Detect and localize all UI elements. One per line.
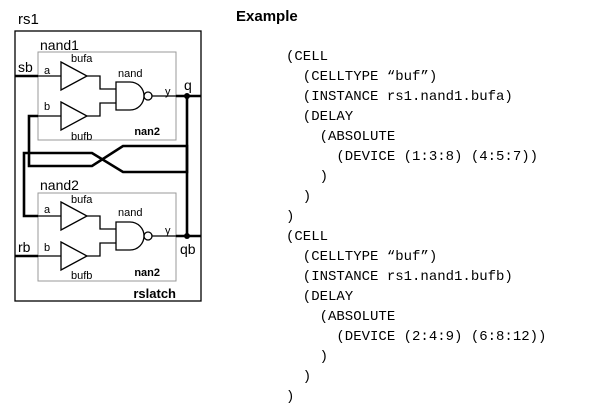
code-line: (ABSOLUTE [286, 129, 396, 145]
nand1-inversion-bubble-icon [143, 91, 153, 101]
code-line: ) [286, 389, 295, 405]
nand2-bufb-label: bufb [71, 270, 92, 282]
nand2-output-pin-label: y [165, 225, 171, 237]
code-line: (DELAY [286, 109, 354, 125]
input-rb-label: rb [18, 239, 31, 255]
nand1-gate-label: nand [118, 68, 142, 80]
top-module-label: rs1 [18, 11, 39, 28]
output-qb-label: qb [180, 241, 196, 257]
nand1-nand-gate-icon [115, 81, 145, 111]
code-line: (CELLTYPE “buf”) [286, 69, 438, 85]
nand2-inversion-bubble-icon [143, 231, 153, 241]
nand2-nand-gate-icon [115, 221, 145, 251]
code-line: (CELLTYPE “buf”) [286, 249, 438, 265]
nand1-internal-wires [38, 75, 176, 117]
nand1-pin-b-label: b [44, 101, 50, 113]
nand2-pin-b-label: b [44, 242, 50, 254]
code-line: (INSTANCE rs1.nand1.bufb) [286, 269, 513, 285]
nand1-pin-a-label: a [44, 65, 51, 77]
nand1-bufb-triangle-icon [60, 100, 89, 132]
code-line: ) [286, 369, 312, 385]
latch-external-wires [15, 74, 201, 258]
nand1-bufb-label: bufb [71, 131, 92, 143]
nand2-pin-a-label: a [44, 204, 51, 216]
nand2-bufb-triangle-icon [60, 240, 89, 272]
code-line: (INSTANCE rs1.nand1.bufa) [286, 89, 513, 105]
code-line: (DEVICE (2:4:9) (6:8:12)) [286, 329, 547, 345]
q-junction-dot [184, 93, 190, 99]
input-sb-label: sb [18, 59, 33, 75]
cell-type-label: rslatch [133, 286, 176, 301]
code-line: ) [286, 169, 329, 185]
code-line: (DEVICE (1:3:8) (4:5:7)) [286, 149, 539, 165]
nand2-bufa-triangle-icon [60, 200, 89, 232]
sdf-code-block: (CELL (CELLTYPE “buf”) (INSTANCE rs1.nan… [286, 47, 546, 407]
nand2-instance-label: nand2 [40, 177, 79, 193]
nand1-bufa-triangle-icon [60, 60, 89, 92]
nand2-bufa-label: bufa [71, 194, 93, 206]
code-line: (CELL [286, 229, 329, 245]
code-line: (ABSOLUTE [286, 309, 396, 325]
code-line: ) [286, 349, 329, 365]
code-line: ) [286, 209, 295, 225]
example-heading: Example [236, 8, 298, 25]
rslatch-cell-box [14, 30, 202, 302]
nand2-internal-wires [38, 215, 176, 257]
code-line: (DELAY [286, 289, 354, 305]
code-line: ) [286, 189, 312, 205]
nand2-gate-type-label: nan2 [134, 267, 160, 279]
qb-junction-dot [184, 233, 190, 239]
nand1-output-pin-label: y [165, 86, 171, 98]
nand1-gate-type-label: nan2 [134, 126, 160, 138]
code-line: (CELL [286, 49, 329, 65]
output-q-label: q [184, 77, 192, 93]
nand1-bufa-label: bufa [71, 53, 93, 65]
nand2-gate-label: nand [118, 207, 142, 219]
nand1-instance-label: nand1 [40, 37, 79, 53]
rs-latch-schematic: rs1 rslatch nand1 a b bufa bufb nand y n… [14, 11, 202, 302]
